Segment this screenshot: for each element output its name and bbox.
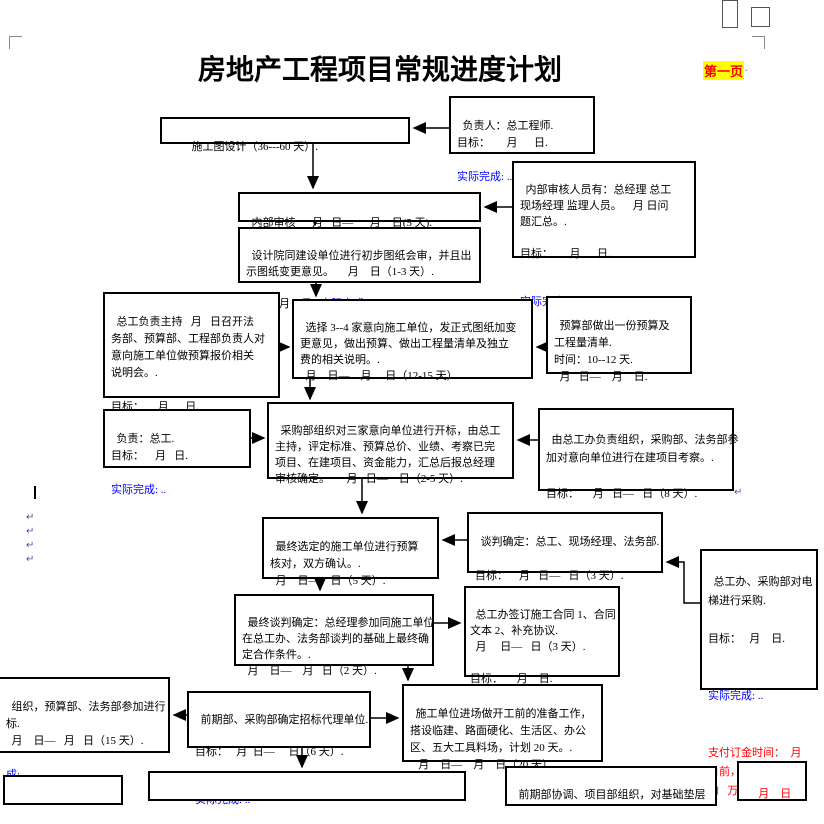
box-text: 月 日 <box>758 788 792 800</box>
word-document-page: { "page": { "title": "房地产工程项目常规进度计划", "p… <box>0 0 818 806</box>
box-negotiation-team[interactable]: 谈判确定：总工、现场经理、法务部. 目标： 月 日— 日（3 天）. 实际完成:… <box>467 512 663 633</box>
paragraph-mark: . <box>745 63 748 74</box>
box-text: 总工办签订施工合同 1、合同 文本 2、补充协议. 月 日— 日（3 天）. <box>470 609 616 653</box>
goal-label: 目标： 月 日— 日（3 天）. <box>475 570 624 582</box>
box-site-preparation[interactable]: 施工单位进场做开工前的准备工作， 搭设临建、路面硬化、生活区、办公 区、五大工具… <box>402 684 603 771</box>
box-briefing-meeting[interactable]: 总工负责主持 月 日召开法 务部、预算部、工程部负责人对 意向施工单位做预算报价… <box>103 292 280 464</box>
box-text: 组织，预算部、法务部参加进行 标. 月 日— 月 日（15 天）. <box>6 701 166 747</box>
page-number-tag: 第一页 <box>703 61 745 80</box>
actual-completion-label: 实际完成: .. <box>708 690 764 702</box>
goal-label: 目标： 月 日. <box>520 248 611 260</box>
paragraph-return-icon: ↵ <box>734 487 743 498</box>
paragraph-return-icon: ↵ <box>26 540 35 551</box>
box-elevator-procurement[interactable]: 总工办、采购部对电 梯进行采购. 目标： 月 日. 实际完成: .. 支付订金时… <box>700 549 818 797</box>
box-internal-review[interactable]: 内部审核 月 日— 月 日(5 天). <box>238 192 481 229</box>
goal-label: 目标： 月 日— 日（6 天）. <box>195 746 344 758</box>
box-text: 设计院同建设单位进行初步图纸会审，并且出 示图纸变更意见。 月 日（1-3 天）… <box>246 250 472 278</box>
box-text: 负责：总工. 目标： 月 日. <box>111 433 188 462</box>
box-text: 总工办、采购部对电 梯进行采购. <box>708 576 813 607</box>
box-bid-opening-lead[interactable]: 负责：总工. 目标： 月 日. 实际完成: .. <box>103 409 251 496</box>
box-text: 最终谈判确定：总经理参加同施工单位 在总工办、法务部谈判的基础上最终确 定合作条… <box>242 617 435 677</box>
paragraph-return-icon: ↵ <box>26 526 35 537</box>
box-text: 施工图设计（36---60 天）. <box>191 141 319 153</box>
box-drawing-joint-review[interactable]: 设计院同建设单位进行初步图纸会审，并且出 示图纸变更意见。 月 日（1-3 天）… <box>238 227 481 310</box>
box-text: 由总工办负责组织，采购部、法务部参 加对意向单位进行在建项目考察。. <box>546 434 739 464</box>
box-text: 总工负责主持 月 日召开法 务部、预算部、工程部负责人对 意向施工单位做预算报价… <box>111 316 265 379</box>
box-text: 采购部组织对三家意向单位进行开标，由总工 主持，评定标准、预算总价、业绩、考察已… <box>275 425 501 485</box>
box-budget-check[interactable]: 最终选定的施工单位进行预算 核对，双方确认。. 月 日— 日（5 天）. <box>262 517 439 587</box>
box-text: 前期部、采购部确定招标代理单位. <box>200 714 369 726</box>
box-date-partial[interactable]: 月 日 <box>737 761 807 801</box>
text-cursor-mark <box>34 486 36 499</box>
goal-label: 目标： 月 日. <box>708 633 785 645</box>
box-site-inspection[interactable]: 由总工办负责组织，采购部、法务部参 加对意向单位进行在建项目考察。. 目标： 月… <box>538 408 739 554</box>
box-tender-organize[interactable]: 组织，预算部、法务部参加进行 标. 月 日— 月 日（15 天）. 成: .. <box>0 677 170 781</box>
box-text: 施工单位进场做开工前的准备工作， 搭设临建、路面硬化、生活区、办公 区、五大工具… <box>410 708 592 771</box>
box-text: 最终选定的施工单位进行预算 核对，双方确认。. 月 日— 日（5 天）. <box>270 541 419 587</box>
paragraph-return-icon: ↵ <box>26 512 35 523</box>
box-text: 前期部协调、项目部组织，对基础垫层 <box>518 789 706 801</box>
actual-completion-label: 实际完成: .. <box>111 484 167 496</box>
actual-completion-label: 实际完成: .. <box>457 171 513 183</box>
box-foundation-coordination[interactable]: 前期部协调、项目部组织，对基础垫层 <box>505 766 717 806</box>
box-bottom-mid-partial[interactable] <box>148 771 466 801</box>
box-budget-dept-estimate[interactable]: 预算部做出一份预算及 工程量清单. 时间：10--12 天. 月 日— 月 日. <box>546 296 692 383</box>
box-text: 选择 3--4 家意向施工单位，发正式图纸加变 更意见，做出预算、做出工程量清单… <box>300 322 517 382</box>
box-text: 内部审核人员有：总经理 总工 现场经理 监理人员。 月 日问 题汇总。. <box>520 184 672 228</box>
box-internal-review-staff[interactable]: 内部审核人员有：总经理 总工 现场经理 监理人员。 月 日问 题汇总。. 目标：… <box>512 161 696 308</box>
box-final-negotiation[interactable]: 最终谈判确定：总经理参加同施工单位 在总工办、法务部谈判的基础上最终确 定合作条… <box>234 594 435 677</box>
box-text: 负责人：总工程师. 目标： 月 日. <box>457 120 554 149</box>
box-select-contractors[interactable]: 选择 3--4 家意向施工单位，发正式图纸加变 更意见，做出预算、做出工程量清单… <box>292 299 533 382</box>
box-text: 谈判确定：总工、现场经理、法务部. <box>480 536 660 548</box>
box-bid-opening[interactable]: 采购部组织对三家意向单位进行开标，由总工 主持，评定标准、预算总价、业绩、考察已… <box>267 402 514 485</box>
box-chief-engineer-note[interactable]: 负责人：总工程师. 目标： 月 日. 实际完成: .. <box>449 96 595 183</box>
goal-label: 目标： 月 日. <box>470 673 553 685</box>
text-boundary-corner-right-icon <box>752 36 765 49</box>
goal-label: 目标： 月 日— 日（8 天）. <box>546 488 698 500</box>
box-text: 预算部做出一份预算及 工程量清单. 时间：10--12 天. 月 日— 月 日. <box>554 320 670 383</box>
box-contract-signing[interactable]: 总工办签订施工合同 1、合同 文本 2、补充协议. 月 日— 日（3 天）. 目… <box>464 586 620 733</box>
page-edge-rect-1 <box>722 0 738 28</box>
text-boundary-corner-left-icon <box>9 36 22 49</box>
box-tender-agency[interactable]: 前期部、采购部确定招标代理单位. 目标： 月 日— 日（6 天）. 实际完成: … <box>187 691 371 806</box>
page-title: 房地产工程项目常规进度计划 <box>198 55 563 86</box>
box-construction-drawing-design[interactable]: 施工图设计（36---60 天）. <box>160 117 410 153</box>
page-edge-rect-2 <box>751 7 770 27</box>
paragraph-return-icon: ↵ <box>26 554 35 565</box>
